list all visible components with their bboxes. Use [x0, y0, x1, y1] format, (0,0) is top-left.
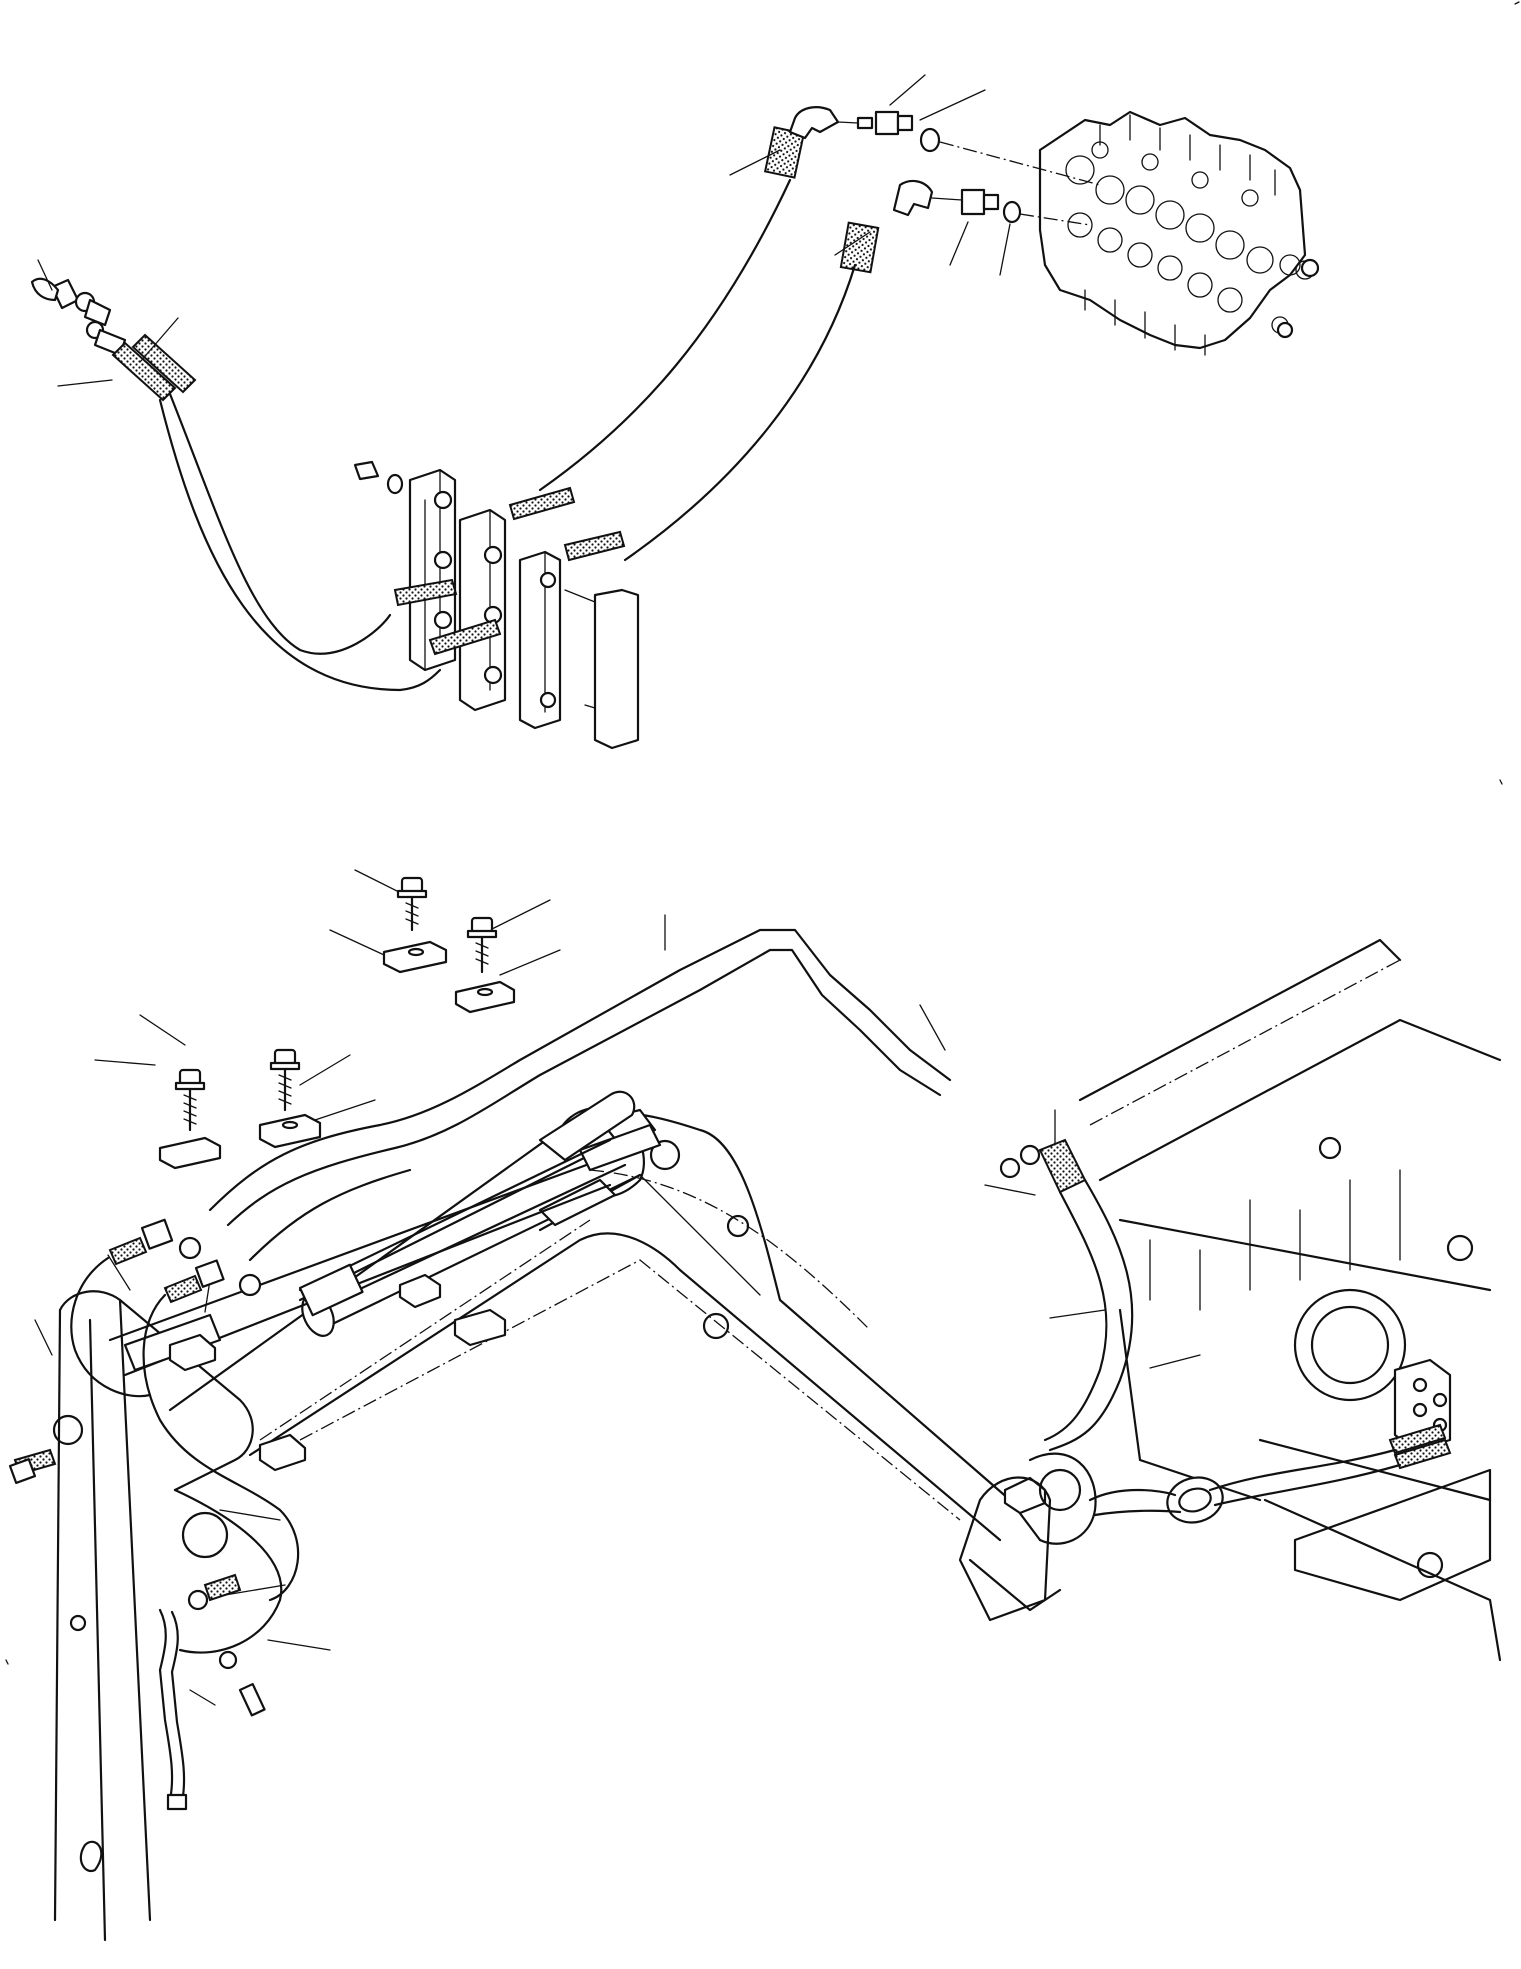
leader-lines — [34, 74, 1201, 1706]
upper-elbow-fitting — [763, 106, 941, 179]
frame-hose-1 — [1208, 1448, 1397, 1492]
hose-d — [623, 263, 857, 562]
frame-hose-4 — [1093, 1509, 1182, 1517]
hose-b — [158, 398, 442, 692]
frame-hose-2 — [1213, 1463, 1402, 1507]
boom-hose-clamps — [168, 1273, 1047, 1515]
hose-grommet — [1166, 1476, 1224, 1524]
hose-a — [168, 392, 392, 655]
bucket-cylinder — [298, 1090, 636, 1317]
upper-frame — [958, 938, 1502, 1662]
left-hose-ends — [30, 277, 197, 402]
right-clamp-block — [1388, 1358, 1452, 1470]
boom-hose-2 — [142, 1293, 300, 1602]
arm-fittings — [8, 1448, 266, 1811]
control-valve — [1038, 110, 1320, 356]
arm — [52, 1290, 283, 1942]
boom-hose-1 — [70, 1256, 152, 1398]
steel-pipes — [208, 928, 952, 1262]
pipe-couplings — [108, 1138, 1087, 1304]
boom-hose-3 — [1048, 1178, 1134, 1452]
frame-hose-3 — [1088, 1488, 1177, 1502]
hose-clamp-assembly — [353, 460, 640, 750]
boom-hose-4 — [1043, 1190, 1108, 1442]
lower-elbow-fitting — [839, 179, 1022, 274]
lower-boom-assembly — [8, 876, 1502, 1942]
hose-c — [538, 178, 792, 492]
upper-hose-assembly — [30, 106, 1320, 750]
bolt-and-clamp-set — [158, 876, 516, 1170]
boom — [168, 1106, 1042, 1542]
stray-marks — [5, 1, 1520, 1665]
